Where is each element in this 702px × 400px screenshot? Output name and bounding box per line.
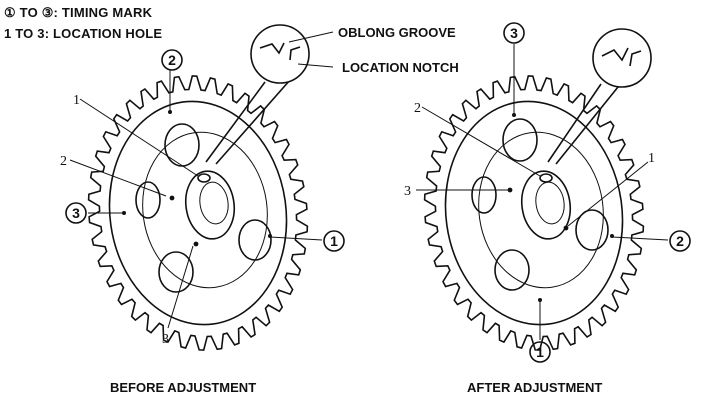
sprocket-web — [108, 100, 288, 326]
caption-before: BEFORE ADJUSTMENT — [110, 380, 256, 395]
location-hole-label: 3 — [162, 332, 169, 347]
location-hole-label: 3 — [404, 184, 411, 199]
svg-text:3: 3 — [72, 205, 80, 221]
lightening-hole — [502, 118, 538, 162]
oblong-groove-label: OBLONG GROOVE — [338, 25, 456, 40]
sprocket-web — [444, 100, 624, 326]
svg-text:2: 2 — [676, 233, 684, 249]
lightening-hole — [135, 181, 161, 219]
sprocket-hub-ring — [478, 131, 604, 289]
timing-mark-label: 1 — [529, 341, 551, 363]
lightening-hole — [238, 219, 272, 261]
sprocket-bore — [184, 170, 236, 240]
timing-mark-label: 1 — [323, 230, 345, 252]
sprocket-after: 2 3 1 3 2 1 AFTER ADJUSTMENT — [404, 22, 691, 395]
location-hole-label: 1 — [73, 93, 80, 108]
location-hole-marker — [169, 195, 175, 201]
sprocket-teeth — [87, 75, 309, 351]
location-hole-marker — [193, 241, 199, 247]
sprocket-before: 1 2 3 2 3 1 BEFORE ADJUSTMENT — [60, 49, 345, 395]
svg-text:1: 1 — [330, 233, 338, 249]
caption-after: AFTER ADJUSTMENT — [467, 380, 602, 395]
timing-mark-label: 3 — [65, 202, 87, 224]
sprocket-teeth — [423, 75, 645, 351]
sprocket-hub-ring — [142, 131, 268, 289]
lightening-hole — [158, 251, 194, 293]
location-hole-marker — [507, 187, 513, 193]
timing-mark-label: 3 — [503, 22, 525, 44]
location-hole-marker — [563, 225, 569, 231]
timing-mark-label: 2 — [161, 49, 183, 71]
location-hole-label: 1 — [648, 151, 655, 166]
sprocket-bore — [520, 170, 572, 240]
timing-mark-label: 2 — [669, 230, 691, 252]
location-hole-label: 2 — [414, 101, 421, 116]
sprocket-bore-inner — [199, 181, 229, 225]
dowel-pin — [197, 173, 211, 183]
magnifier-detail-after — [592, 28, 652, 88]
legend-timing-mark: ① TO ③: TIMING MARK — [4, 5, 153, 20]
svg-text:1: 1 — [536, 344, 544, 360]
magnifier-detail-before — [250, 24, 334, 84]
lightening-hole — [494, 249, 530, 291]
lightening-hole — [575, 209, 609, 251]
dowel-pin — [539, 173, 553, 183]
location-hole-label: 2 — [60, 154, 67, 169]
svg-text:3: 3 — [510, 25, 518, 41]
legend-location-hole: 1 TO 3: LOCATION HOLE — [4, 26, 162, 41]
lightening-hole — [471, 176, 497, 214]
svg-text:2: 2 — [168, 52, 176, 68]
location-notch-label: LOCATION NOTCH — [342, 60, 459, 75]
